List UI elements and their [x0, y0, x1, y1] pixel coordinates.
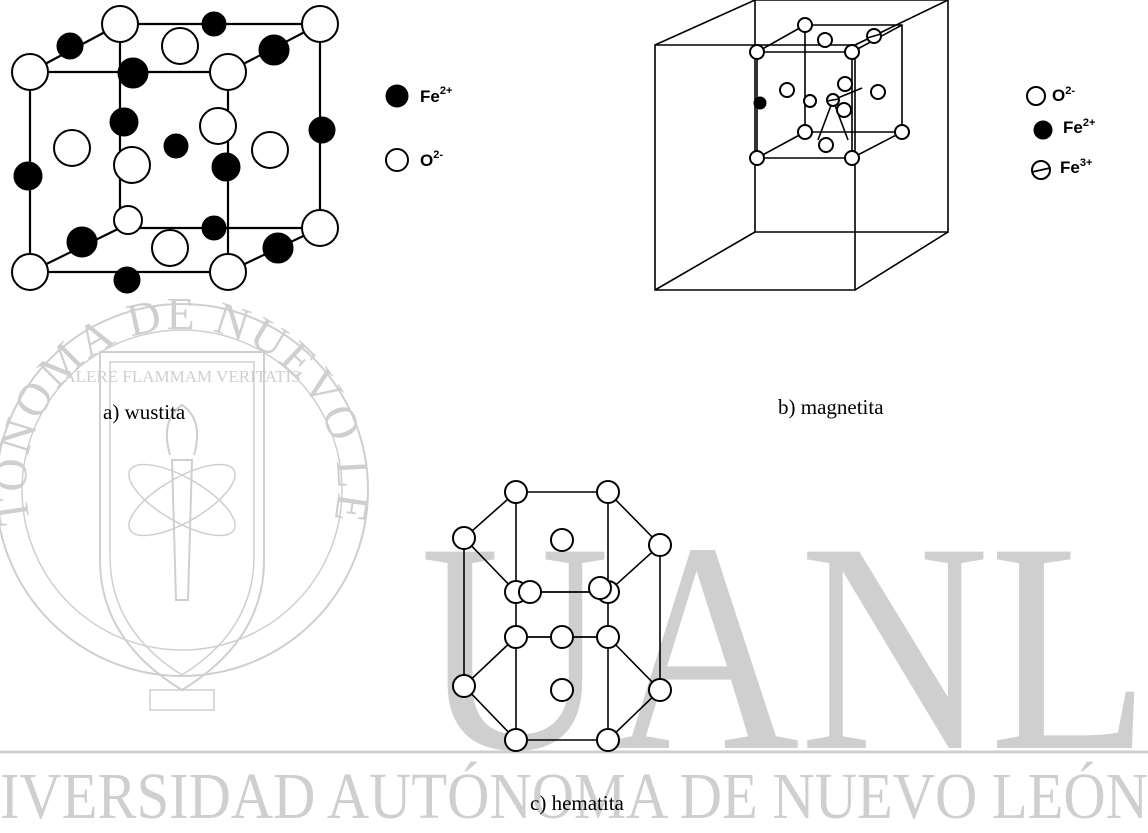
svg-text:O2-: O2-	[1052, 85, 1075, 105]
svg-text:Fe3+: Fe3+	[1060, 157, 1092, 177]
seal-arc-text: AUTONOMA DE NUEVO LEON	[0, 0, 380, 529]
svg-text:Fe2+: Fe2+	[420, 85, 452, 106]
o2-open-circle-icon	[1026, 86, 1046, 106]
legend-item-fe3: Fe3+	[1031, 157, 1092, 180]
caption-wustita: a) wustita	[103, 400, 186, 424]
magnetita-iron3-atoms	[826, 28, 882, 107]
wustita-crystal	[11, 5, 339, 294]
seal-motto: ALERE FLAMMAM VERITATIS	[63, 367, 300, 386]
o2-open-circle-icon	[385, 148, 409, 172]
svg-text:O2-: O2-	[420, 149, 443, 170]
magnetita-crystal	[654, 0, 949, 291]
caption-magnetita: b) magnetita	[778, 395, 884, 419]
legend-item-o2: O2-	[1026, 85, 1075, 106]
magnetita-cube-edges	[654, 0, 949, 291]
magnetita-oxygen-atoms	[749, 17, 910, 166]
watermark-bottom-text: IVERSIDAD AUTÓNOMA DE NUEVO LEÓN	[0, 760, 1148, 833]
fe2-filled-circle-icon	[385, 84, 409, 108]
legend-item-o2: O2-	[385, 148, 443, 172]
hematita-crystal	[452, 480, 672, 752]
legend-item-fe2: Fe2+	[385, 84, 452, 108]
university-seal: AUTONOMA DE NUEVO LEON ALERE FLAMMAM VER…	[0, 0, 380, 711]
wustita-oxygen-atoms	[11, 5, 339, 291]
fe3-barred-circle-icon	[1031, 160, 1051, 180]
magnetita-legend: O2- Fe2+ Fe3+	[1026, 85, 1095, 180]
caption-hematita: c) hematita	[530, 791, 625, 815]
magnetita-iron2-atoms	[753, 96, 767, 110]
svg-text:Fe2+: Fe2+	[1063, 117, 1095, 137]
wustita-iron-atoms	[13, 11, 336, 294]
watermark-big-letters: UANL	[420, 481, 1148, 813]
wustita-legend: Fe2+ O2-	[385, 84, 452, 172]
hematita-atoms	[452, 480, 672, 752]
legend-item-fe2: Fe2+	[1033, 117, 1095, 140]
fe2-filled-circle-icon	[1033, 120, 1053, 140]
